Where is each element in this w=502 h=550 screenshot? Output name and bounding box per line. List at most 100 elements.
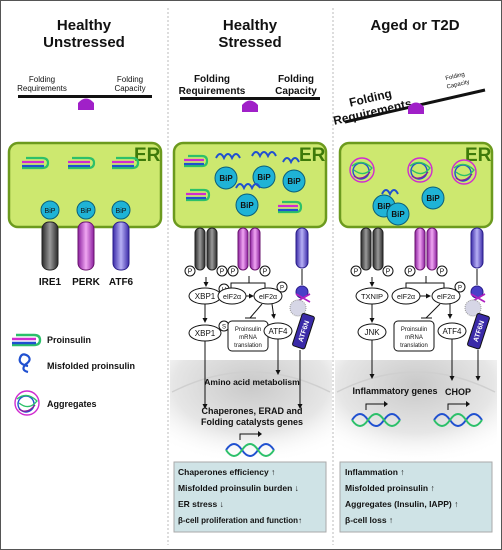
bip-free: BiP bbox=[421, 186, 445, 210]
svg-text:Capacity: Capacity bbox=[446, 79, 470, 90]
svg-text:Requirements: Requirements bbox=[179, 86, 246, 97]
ire1-label: IRE1 bbox=[39, 277, 62, 288]
er-label: ER bbox=[465, 145, 492, 166]
svg-text:Proinsulin: Proinsulin bbox=[235, 327, 261, 333]
outcome-item: Misfolded proinsulin burden ↓ bbox=[178, 483, 299, 493]
svg-text:S: S bbox=[222, 325, 226, 331]
eif2a-p-node: eIF2α P bbox=[253, 281, 288, 305]
svg-text:P: P bbox=[231, 269, 236, 276]
svg-text:Folding: Folding bbox=[117, 75, 143, 84]
outcome-item: β-cell proliferation and function↑ bbox=[178, 516, 302, 525]
scissors-icon bbox=[289, 285, 311, 317]
col2-title-2: Stressed bbox=[218, 34, 281, 51]
proinsulin-icon bbox=[68, 156, 96, 170]
svg-text:Requirements: Requirements bbox=[17, 84, 67, 93]
legend-aggregates: Aggregates bbox=[47, 399, 97, 409]
svg-text:Folding: Folding bbox=[29, 75, 55, 84]
scissors-icon bbox=[464, 285, 486, 317]
atf4-node: ATF4 bbox=[437, 322, 467, 340]
proinsulin-icon bbox=[12, 333, 42, 347]
eif2a-node: eIF2α bbox=[391, 287, 421, 305]
svg-text:ATF4: ATF4 bbox=[443, 327, 463, 336]
ire1-dimer bbox=[360, 227, 384, 271]
perk-sensor: BiP bbox=[76, 200, 96, 271]
perk-dimer bbox=[414, 227, 438, 271]
nucleus-area bbox=[335, 360, 497, 460]
svg-text:Capacity: Capacity bbox=[275, 86, 317, 97]
outcome-box-aged bbox=[339, 461, 493, 533]
txnip-node: TXNIP bbox=[355, 287, 389, 305]
balance-col1: Folding Requirements Folding Capacity bbox=[17, 75, 152, 110]
svg-text:eIF2α: eIF2α bbox=[437, 294, 455, 301]
jnk-node: JNK bbox=[357, 323, 387, 341]
balance-col2: Folding Requirements Folding Capacity bbox=[179, 74, 320, 112]
dna-icon bbox=[433, 401, 483, 427]
svg-text:XBP1: XBP1 bbox=[195, 329, 216, 338]
atf6n-node: ATF6N bbox=[467, 312, 490, 350]
perk-dimer bbox=[237, 227, 261, 271]
genes-label-1: Chaperones, ERAD and bbox=[201, 406, 302, 416]
bip-misfolded-complex: BiP BiP bbox=[372, 189, 410, 226]
svg-text:BiP: BiP bbox=[116, 208, 127, 215]
svg-text:Folding: Folding bbox=[194, 74, 230, 85]
ire1-dimer bbox=[194, 227, 218, 271]
svg-text:P: P bbox=[458, 286, 462, 292]
translation-box: Proinsulin mRNA translation bbox=[393, 320, 435, 352]
er-label: ER bbox=[134, 145, 161, 166]
svg-text:P: P bbox=[280, 286, 284, 292]
amino-acid-label: Amino acid metabolism bbox=[204, 377, 300, 387]
svg-text:BiP: BiP bbox=[426, 194, 440, 203]
er-label: ER bbox=[299, 145, 326, 166]
svg-text:XBP1: XBP1 bbox=[195, 292, 216, 301]
svg-text:eIF2α: eIF2α bbox=[223, 294, 241, 301]
svg-text:P: P bbox=[386, 269, 391, 276]
svg-text:BiP: BiP bbox=[81, 208, 92, 215]
bip-misfolded-complex: BiP bbox=[282, 157, 306, 193]
svg-text:P: P bbox=[408, 269, 413, 276]
svg-text:Folding: Folding bbox=[445, 72, 466, 82]
svg-text:BiP: BiP bbox=[240, 201, 254, 210]
legend-proinsulin: Proinsulin bbox=[47, 335, 91, 345]
eif2a-node: eIF2α bbox=[217, 287, 247, 305]
svg-text:P: P bbox=[440, 269, 445, 276]
svg-text:P: P bbox=[263, 269, 268, 276]
outcome-item: Aggregates (Insulin, IAPP) ↑ bbox=[345, 499, 458, 509]
translation-box: Proinsulin mRNA translation bbox=[227, 320, 269, 352]
svg-text:TXNIP: TXNIP bbox=[361, 292, 383, 301]
svg-text:translation: translation bbox=[400, 343, 428, 349]
svg-text:ATF4: ATF4 bbox=[269, 327, 289, 336]
phospho-p: P P P P bbox=[350, 265, 448, 277]
phospho-p: P P P P bbox=[184, 265, 271, 277]
bip-misfolded-complex: BiP bbox=[251, 151, 277, 189]
outcome-item: β-cell loss ↑ bbox=[345, 515, 393, 525]
svg-text:BiP: BiP bbox=[257, 173, 271, 182]
svg-text:eIF2α: eIF2α bbox=[259, 294, 277, 301]
col2-title-1: Healthy bbox=[223, 17, 278, 34]
chop-label: CHOP bbox=[445, 387, 471, 397]
svg-text:mRNA: mRNA bbox=[405, 335, 423, 341]
svg-text:BiP: BiP bbox=[45, 208, 56, 215]
svg-text:P: P bbox=[354, 269, 359, 276]
svg-text:Capacity: Capacity bbox=[114, 84, 145, 93]
svg-text:BiP: BiP bbox=[287, 177, 301, 186]
svg-text:P: P bbox=[188, 269, 193, 276]
svg-text:Proinsulin: Proinsulin bbox=[401, 327, 427, 333]
atf4-node: ATF4 bbox=[263, 322, 293, 340]
atf6-active bbox=[295, 227, 309, 269]
dna-icon bbox=[225, 431, 275, 457]
svg-text:BiP: BiP bbox=[377, 202, 391, 211]
proinsulin-icon bbox=[278, 200, 303, 214]
svg-text:BiP: BiP bbox=[219, 174, 233, 183]
proinsulin-icon bbox=[22, 156, 50, 170]
bip-misfolded-complex: BiP bbox=[235, 183, 261, 217]
aggregate-icon bbox=[407, 157, 433, 183]
ire1-sensor: BiP bbox=[40, 200, 60, 271]
atf6-label: ATF6 bbox=[109, 277, 134, 288]
svg-text:JNK: JNK bbox=[364, 328, 380, 337]
genes-label-2: Folding catalysts genes bbox=[201, 417, 303, 427]
inflammatory-label: Inflammatory genes bbox=[352, 386, 437, 396]
aggregate-icon bbox=[451, 159, 477, 185]
col1-title-1: Healthy bbox=[57, 17, 112, 34]
outcome-item: Misfolded proinsulin ↑ bbox=[345, 483, 435, 493]
